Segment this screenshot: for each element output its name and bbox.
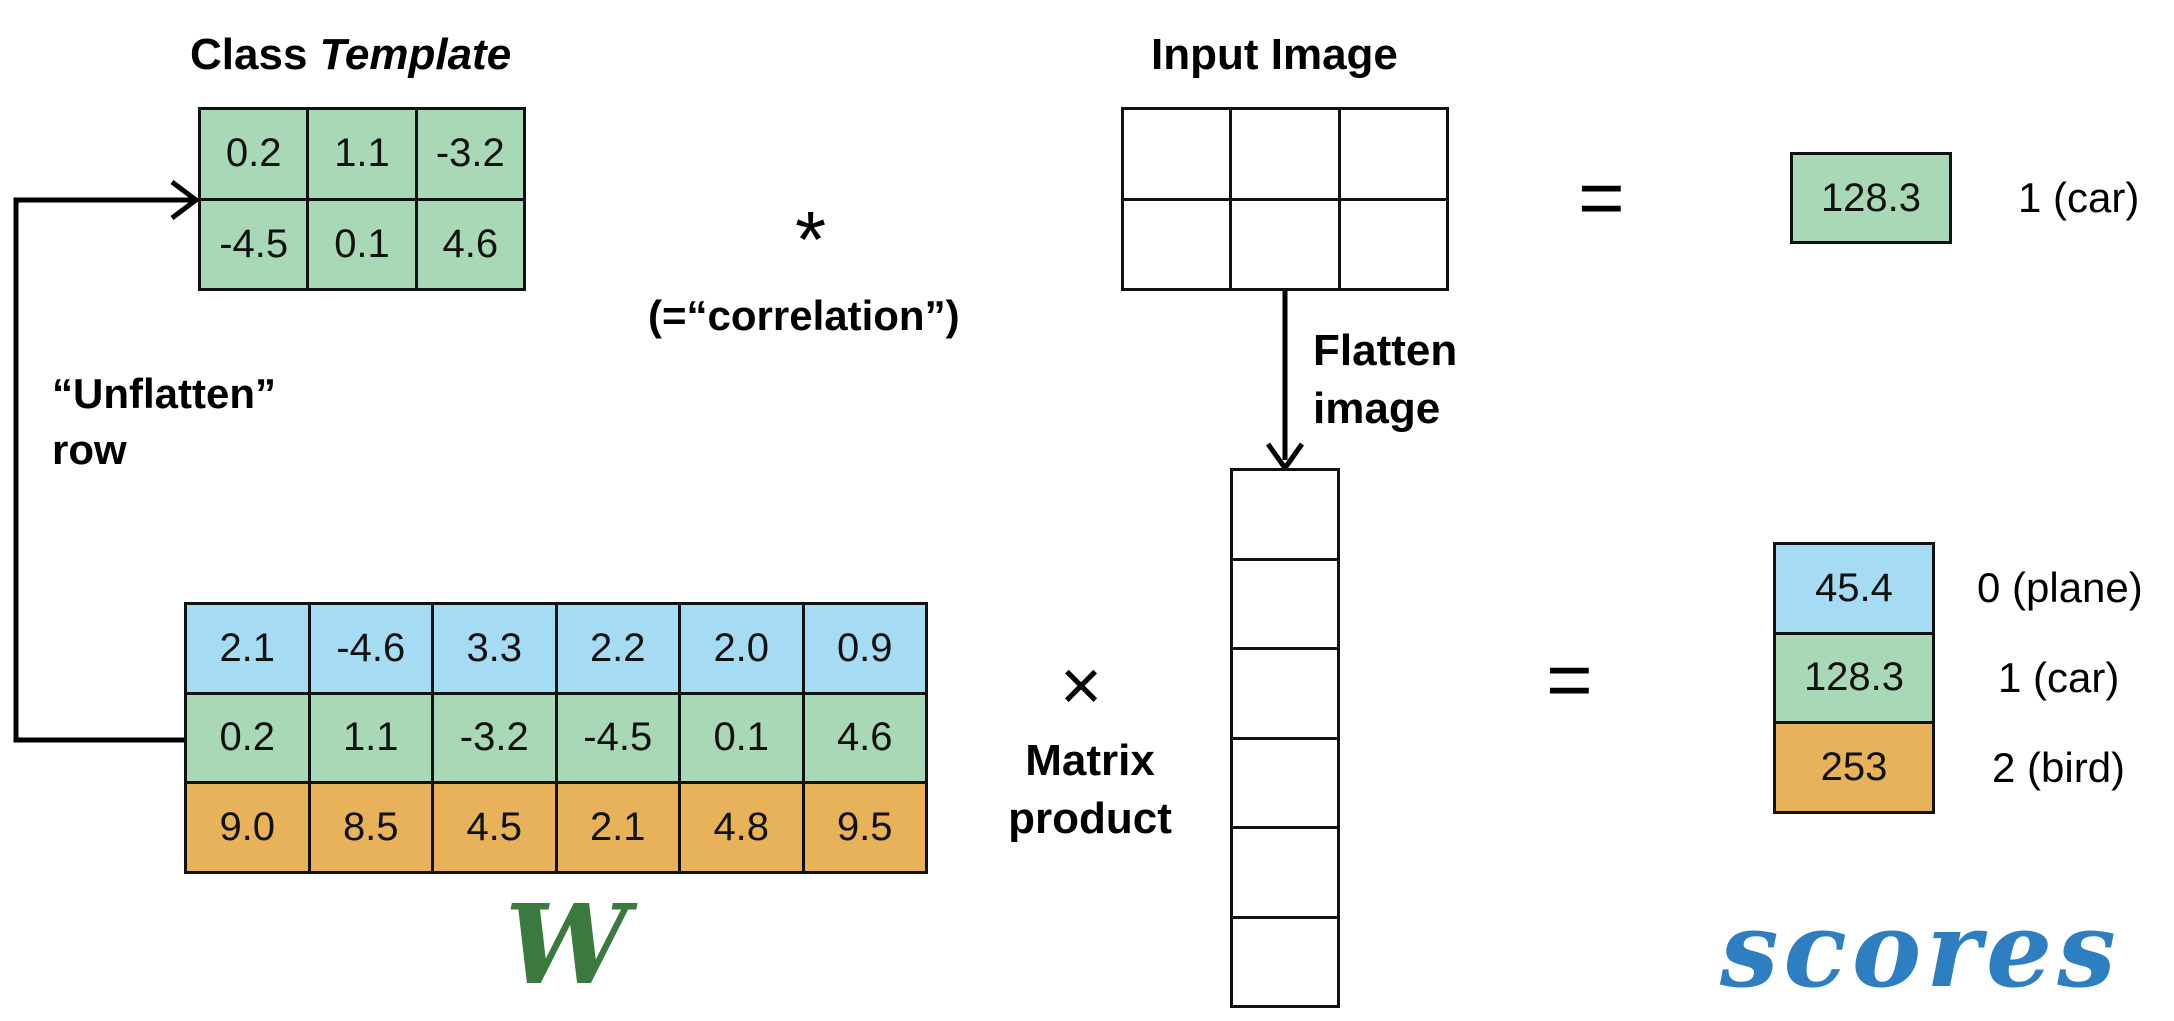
weight-cell: 9.0 bbox=[187, 784, 311, 874]
input-pixel bbox=[1340, 200, 1449, 291]
correlation-note: (=“correlation”) bbox=[648, 292, 960, 339]
input-image-grid bbox=[1121, 107, 1449, 291]
class-template-grid: 0.2 1.1 -3.2 -4.5 0.1 4.6 bbox=[198, 107, 526, 291]
weight-cell: 4.6 bbox=[804, 694, 928, 785]
vector-cell bbox=[1233, 739, 1340, 829]
weight-cell: 0.1 bbox=[681, 694, 805, 785]
weight-cell: 2.2 bbox=[557, 605, 681, 695]
input-pixel bbox=[1124, 110, 1233, 201]
score-value: 253 bbox=[1776, 724, 1935, 814]
top-result-box: 128.3 bbox=[1790, 152, 1952, 244]
template-cell: 1.1 bbox=[309, 110, 418, 201]
input-pixel bbox=[1232, 110, 1341, 201]
weight-cell: 4.5 bbox=[434, 784, 558, 874]
top-equals-sign: = bbox=[1578, 153, 1625, 242]
unflatten-label: “Unflatten” row bbox=[52, 366, 276, 478]
template-cell: 4.6 bbox=[417, 200, 526, 291]
scores-equals-sign: = bbox=[1546, 635, 1593, 724]
weight-matrix: 2.1 -4.6 3.3 2.2 2.0 0.9 0.2 1.1 -3.2 -4… bbox=[184, 602, 928, 874]
class-template-title: Class Template bbox=[190, 30, 511, 80]
matrix-product-symbol: × bbox=[1060, 646, 1103, 726]
vector-cell bbox=[1233, 471, 1340, 561]
input-pixel bbox=[1340, 110, 1449, 201]
template-cell: 0.1 bbox=[309, 200, 418, 291]
template-cell: -3.2 bbox=[417, 110, 526, 201]
score-class-label: 1 (car) bbox=[1998, 654, 2120, 701]
scores-symbol: scores bbox=[1720, 888, 2121, 1011]
unflatten-arrow bbox=[13, 197, 194, 743]
correlation-star: * bbox=[795, 195, 827, 284]
template-cell: 0.2 bbox=[201, 110, 310, 201]
weight-cell: 2.1 bbox=[187, 605, 311, 695]
template-cell: -4.5 bbox=[201, 200, 310, 291]
weight-cell: -4.6 bbox=[310, 605, 434, 695]
score-value: 128.3 bbox=[1776, 634, 1935, 725]
matrix-product-label-line2: product bbox=[1008, 794, 1172, 843]
score-class-label: 0 (plane) bbox=[1977, 564, 2143, 611]
weight-cell: 0.9 bbox=[804, 605, 928, 695]
matrix-product-label-line1: Matrix bbox=[1025, 736, 1155, 785]
vector-cell bbox=[1233, 650, 1340, 740]
flatten-label-line1: Flatten bbox=[1313, 326, 1458, 375]
flatten-label: Flatten image bbox=[1313, 322, 1457, 438]
top-result-class: 1 (car) bbox=[2018, 174, 2140, 221]
weight-cell: -4.5 bbox=[557, 694, 681, 785]
input-pixel bbox=[1232, 200, 1341, 291]
score-class-label: 2 (bird) bbox=[1992, 744, 2126, 791]
vector-cell bbox=[1233, 560, 1340, 650]
input-image-title: Input Image bbox=[1151, 30, 1398, 79]
weight-cell: 9.5 bbox=[804, 784, 928, 874]
scores-vector: 45.4 128.3 253 bbox=[1773, 542, 1935, 814]
flattened-image-vector bbox=[1230, 468, 1340, 1008]
weight-cell: 1.1 bbox=[310, 694, 434, 785]
unflatten-arrowhead bbox=[170, 180, 201, 220]
unflatten-label-line1: “Unflatten” bbox=[52, 370, 276, 417]
flatten-label-line2: image bbox=[1313, 384, 1441, 433]
weight-cell: -3.2 bbox=[434, 694, 558, 785]
weight-cell: 0.2 bbox=[187, 694, 311, 785]
vector-cell bbox=[1233, 829, 1340, 919]
class-template-title-prefix: Class bbox=[190, 30, 320, 79]
weight-matrix-symbol: W bbox=[505, 880, 629, 1009]
input-pixel bbox=[1124, 200, 1233, 291]
matrix-product-label: Matrix product bbox=[985, 732, 1195, 848]
weight-cell: 2.0 bbox=[681, 605, 805, 695]
weight-cell: 2.1 bbox=[557, 784, 681, 874]
score-value: 45.4 bbox=[1776, 545, 1935, 635]
weight-cell: 4.8 bbox=[681, 784, 805, 874]
weight-cell: 8.5 bbox=[310, 784, 434, 874]
class-template-title-italic: Template bbox=[319, 30, 512, 79]
weight-cell: 3.3 bbox=[434, 605, 558, 695]
unflatten-label-line2: row bbox=[52, 426, 127, 473]
vector-cell bbox=[1233, 918, 1340, 1008]
top-result-value: 128.3 bbox=[1793, 155, 1952, 244]
